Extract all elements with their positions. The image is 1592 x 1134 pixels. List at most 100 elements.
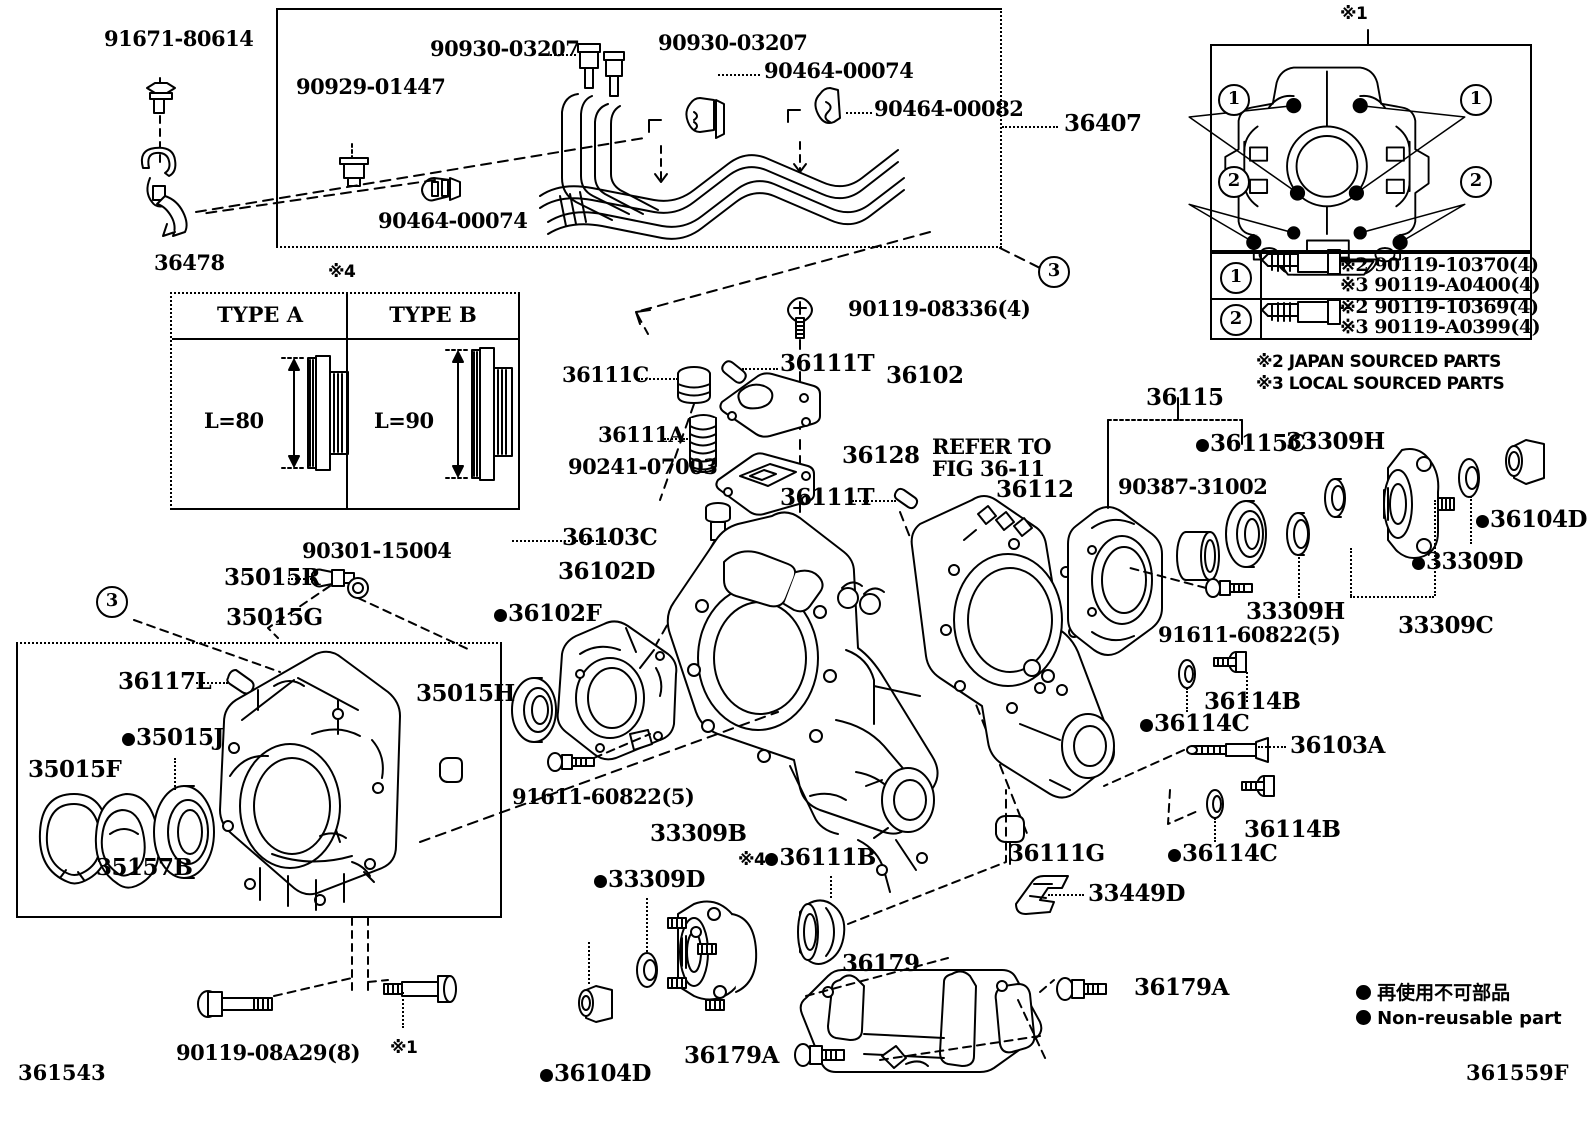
- legend-dot-english: [1356, 1010, 1371, 1025]
- label-35015G: 35015G: [226, 604, 323, 631]
- star4-marker-36111b: ※4: [738, 850, 766, 870]
- leader-35157b: [0, 962, 2, 990]
- non-reusable-dot-36114c-bot: [1168, 849, 1181, 862]
- label-36114C-bottom-text: 36114C: [1182, 840, 1278, 867]
- label-91611-60822-right: 91611-60822(5): [1158, 622, 1341, 647]
- leader-36114b-bot: [0, 814, 2, 838]
- leader-36179: [0, 990, 2, 1014]
- bolt-table-row1-line2: ※3 90119-A0400(4): [1340, 274, 1541, 296]
- label-36103A: 36103A: [1290, 732, 1385, 759]
- label-36115C-text: 36115C: [1210, 430, 1306, 457]
- leader-33449d: [1048, 894, 1084, 896]
- leader-star1-top: [0, 1076, 2, 1092]
- leader-91611-left: [0, 576, 2, 598]
- bracket-36102d-right: [0, 184, 2, 232]
- refer-to-note-line2: FIG 36-11: [932, 456, 1045, 481]
- leader-36111t-mid: [852, 500, 896, 502]
- leader-91611-right: [0, 780, 2, 814]
- leader-36117l: [196, 682, 228, 684]
- label-36111T-top: 36111T: [780, 350, 875, 377]
- label-33309B: 33309B: [650, 820, 747, 847]
- label-33309D-bottom-text: 33309D: [608, 866, 705, 893]
- label-90464-00074-lower: 90464-00074: [378, 208, 528, 233]
- label-36111B-text: 36111B: [779, 844, 876, 871]
- non-reusable-dot-36115c: [1196, 439, 1209, 452]
- source-note-local: ※3 LOCAL SOURCED PARTS: [1256, 374, 1505, 394]
- label-33309D-bottom: 33309D: [594, 866, 705, 893]
- label-36478: 36478: [154, 250, 225, 275]
- leader-36115c: [0, 682, 2, 724]
- label-36102F-text: 36102F: [508, 600, 602, 627]
- leader-refer-to: [0, 1100, 2, 1134]
- leader-36111t-top: [742, 368, 778, 370]
- leader-33309h-top: [0, 724, 2, 748]
- bracket-33309b-left: [0, 320, 2, 344]
- bracket-33309b-top: [0, 318, 72, 320]
- label-36111A: 36111A: [598, 422, 685, 447]
- label-36114B-bottom: 36114B: [1244, 816, 1341, 843]
- label-36407: 36407: [1064, 110, 1142, 137]
- type-b-header: TYPE B: [389, 302, 477, 327]
- leader-36407: [1002, 126, 1058, 128]
- bolt-table-row2-line2: ※3 90119-A0399(4): [1340, 316, 1541, 338]
- label-33449D: 33449D: [1088, 880, 1185, 907]
- non-reusable-dot-35015j: [122, 733, 135, 746]
- bracket-33309c-right: [1434, 500, 1436, 596]
- bolt-reference-table: [1210, 252, 1532, 340]
- label-36114C-top-text: 36114C: [1154, 710, 1250, 737]
- refer-to-note-line1: REFER TO: [932, 434, 1052, 459]
- label-36104D-bottom: 36104D: [540, 1061, 651, 1086]
- bracket-33309c-bottom: [1350, 596, 1434, 598]
- label-90464-00082: 90464-00082: [874, 96, 1024, 121]
- leader-36111b: [830, 876, 832, 898]
- type-a-value: L=80: [204, 408, 264, 433]
- bolt-table-row2-num: 2: [1220, 304, 1252, 336]
- inset-callout-1-left: 1: [1218, 84, 1250, 116]
- label-35015H: 35015H: [416, 680, 515, 707]
- leader-36179a-bot: [0, 1016, 30, 1018]
- star4-marker-type-table: ※4: [328, 262, 356, 282]
- leader-35015j: [174, 758, 176, 790]
- parts-diagram-canvas: 3 3 1 1 2 2 1 2 91671-80614 36478 90929-…: [0, 5, 1587, 1092]
- bracket-36103c-bottom: [0, 132, 68, 134]
- label-36179A-bottom: 36179A: [684, 1042, 779, 1069]
- leader-33309d-bot: [646, 898, 648, 952]
- leader-36114c-bot: [1214, 818, 1216, 842]
- non-reusable-dot-33309d-right: [1412, 557, 1425, 570]
- inset-callout-1-right: 1: [1460, 84, 1492, 116]
- label-36111T-mid: 36111T: [780, 484, 875, 511]
- leader-35015g: [0, 858, 2, 890]
- leader-36102f: [0, 534, 2, 576]
- label-90930-03207-left: 90930-03207: [430, 36, 580, 61]
- bracket-33309c-left: [1350, 548, 1352, 596]
- leader-36111t-mid-v: [0, 524, 2, 534]
- label-36112: 36112: [996, 476, 1074, 503]
- leader-36111a: [664, 438, 688, 440]
- inset-callout-2-left: 2: [1218, 166, 1250, 198]
- non-reusable-dot-36102f: [494, 609, 507, 622]
- leader-90119-08a29: [0, 1040, 2, 1076]
- label-36128: 36128: [842, 442, 920, 469]
- leader-90301: [0, 838, 2, 858]
- label-35015J-text: 35015J: [136, 724, 224, 751]
- transfer-case-inset-box: [1210, 44, 1532, 252]
- footer-code-left: 361543: [18, 1060, 106, 1085]
- non-reusable-dot-36114c-top: [1140, 719, 1153, 732]
- legend-english-row: Non-reusable part: [1356, 1008, 1562, 1029]
- type-ab-inset-box: [170, 292, 520, 510]
- type-a-header: TYPE A: [216, 302, 304, 327]
- callout-3-top: 3: [1038, 256, 1070, 288]
- label-36114C-top: 36114C: [1140, 710, 1250, 737]
- leader-33309h-bot: [1298, 554, 1300, 598]
- label-90119-08A29: 90119-08A29(8): [176, 1040, 361, 1065]
- label-36102: 36102: [886, 362, 964, 389]
- label-33309H-bottom: 33309H: [1246, 598, 1345, 625]
- leader-35015h: [0, 890, 2, 936]
- callout-3-bottom: 3: [96, 586, 128, 618]
- leader-33309c: [0, 300, 2, 318]
- bracket-33309b-right: [0, 344, 2, 386]
- leader-36102d: [0, 232, 2, 250]
- source-note-japan: ※2 JAPAN SOURCED PARTS: [1256, 352, 1501, 372]
- leader-35015f: [0, 936, 2, 962]
- label-36179A-right: 36179A: [1134, 974, 1229, 1001]
